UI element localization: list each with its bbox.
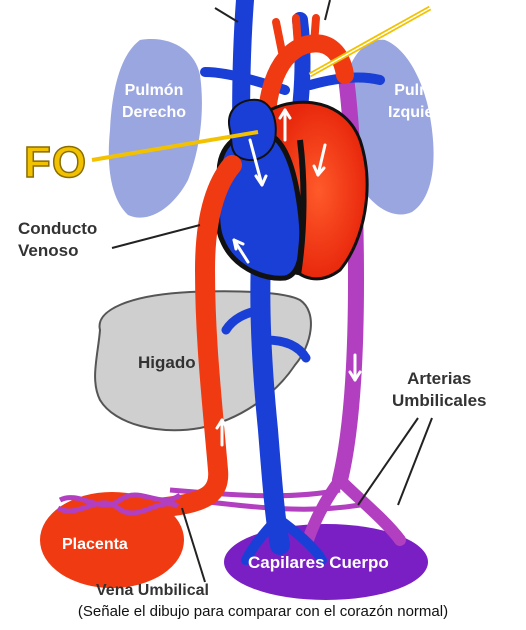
- umbilical-arteries-label-line2: Umbilicales: [392, 390, 487, 412]
- right-lung-label-line1: Pulmón: [122, 80, 186, 102]
- left-lung-label: Pulmón Izquierdo: [388, 80, 459, 124]
- right-lung: [109, 39, 202, 218]
- arch-branch-3: [314, 18, 316, 44]
- left-lung-label-line2: Izquierdo: [388, 102, 459, 124]
- ductus-venosus-label: Conducto Venoso: [18, 218, 97, 262]
- pa-top-pointer: [325, 0, 330, 20]
- svc-top-pointer: [215, 8, 238, 22]
- umbilical-arteries-pointer-2: [398, 418, 432, 505]
- right-lung-label-line2: Derecho: [122, 102, 186, 124]
- liver-label: Higado: [138, 352, 196, 374]
- caption: (Señale el dibujo para comparar con el c…: [0, 603, 526, 620]
- ductus-venosus-label-line1: Conducto: [18, 218, 97, 240]
- left-lung-label-line1: Pulmón: [388, 80, 459, 102]
- arch-branch-1: [276, 22, 282, 52]
- umbilical-arteries-pointer-1: [358, 418, 418, 505]
- fo-label: FO: [24, 138, 87, 188]
- umbilical-vein-pointer: [182, 508, 205, 582]
- inferior-vena-cava: [260, 240, 280, 545]
- umbilical-arteries-label: Arterias Umbilicales: [392, 368, 487, 412]
- placenta-label: Placenta: [62, 534, 128, 556]
- arch-branch-2: [296, 18, 298, 46]
- body-capillaries-label: Capilares Cuerpo: [248, 552, 389, 574]
- umbilical-arteries-label-line1: Arterias: [392, 368, 487, 390]
- umbilical-vein-label: Vena Umbilical: [96, 580, 209, 602]
- right-lung-label: Pulmón Derecho: [122, 80, 186, 124]
- ductus-venosus-pointer: [112, 225, 200, 248]
- ductus-venosus-label-line2: Venoso: [18, 240, 97, 262]
